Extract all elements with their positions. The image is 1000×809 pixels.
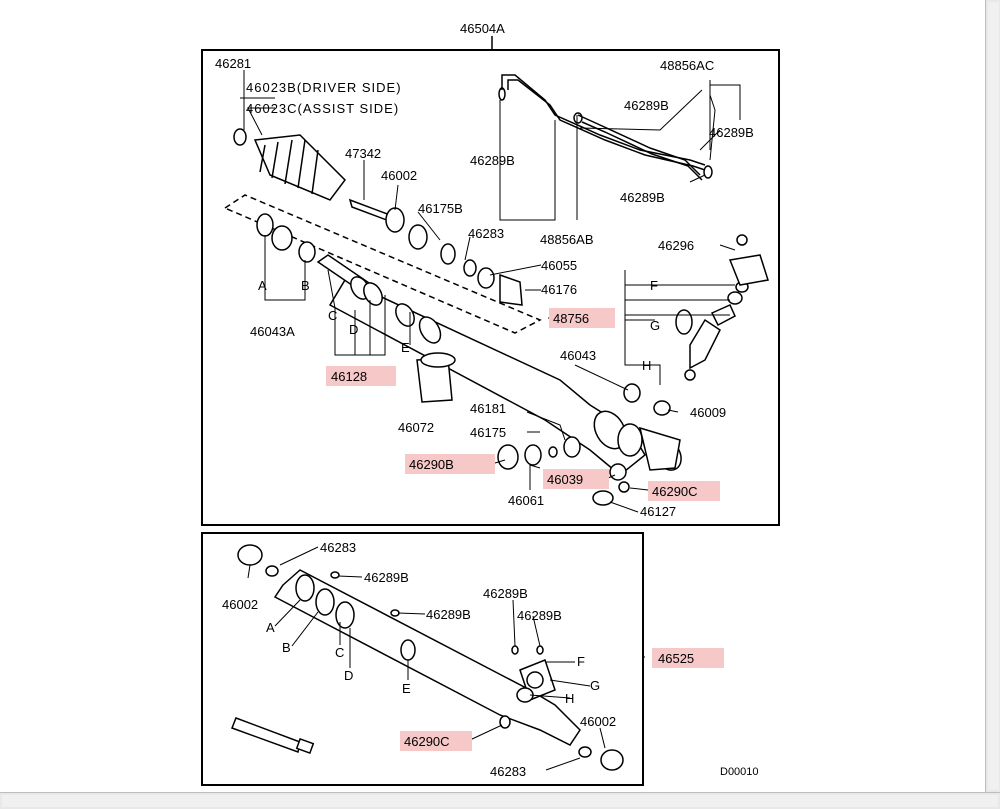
assembly-label: 46504A (460, 21, 505, 36)
highlight-46525 (652, 648, 724, 668)
callout-g-sub: G (590, 678, 600, 693)
callout-b: B (301, 278, 310, 293)
callout-e: E (401, 340, 410, 355)
callout-46176: 46176 (541, 282, 577, 297)
sub-assembly-frame (201, 532, 644, 786)
callout-46061: 46061 (508, 493, 544, 508)
callout-46127: 46127 (640, 504, 676, 519)
callout-46002: 46002 (381, 168, 417, 183)
callout-46128: 46128 (331, 369, 367, 384)
callout-d-sub: D (344, 668, 353, 683)
callout-46043: 46043 (560, 348, 596, 363)
callout-46283-b: 46283 (490, 764, 526, 779)
highlight-48756 (549, 308, 615, 328)
callout-48856ab: 48856AB (540, 232, 594, 247)
pressure-tubes (498, 74, 713, 181)
callout-b-sub: B (282, 640, 291, 655)
callout-46023b: 46023B(DRIVER SIDE) (246, 80, 402, 95)
callout-46289b-f: 46289B (426, 607, 471, 622)
tie-rod-parts (256, 198, 769, 506)
callout-46072: 46072 (398, 420, 434, 435)
callout-46283: 46283 (468, 226, 504, 241)
callout-46289b-c: 46289B (470, 153, 515, 168)
callout-46283-a: 46283 (320, 540, 356, 555)
callout-46181: 46181 (470, 401, 506, 416)
callout-46289b-d: 46289B (620, 190, 665, 205)
callout-c-sub: C (335, 645, 344, 660)
assembly-frame (201, 49, 780, 526)
callout-f: F (650, 278, 658, 293)
callout-h-sub: H (565, 691, 574, 706)
callout-46043a: 46043A (250, 324, 295, 339)
callout-48756: 48756 (553, 311, 589, 326)
highlight-46290c (648, 481, 720, 501)
parts-diagram: 46504A (201, 21, 780, 786)
horizontal-scrollbar[interactable] (0, 792, 1000, 809)
callout-f-sub: F (577, 654, 585, 669)
callout-e-sub: E (402, 681, 411, 696)
callout-46175: 46175 (470, 425, 506, 440)
callout-46055: 46055 (541, 258, 577, 273)
callout-46289b-e: 46289B (364, 570, 409, 585)
boot (233, 128, 346, 201)
callout-46002-b: 46002 (580, 714, 616, 729)
rack-housing (223, 194, 682, 476)
figure-code: D00010 (720, 766, 759, 778)
callout-g: G (650, 318, 660, 333)
callout-47342: 47342 (345, 146, 381, 161)
highlight-46290c-sub (400, 731, 472, 751)
vertical-scrollbar[interactable] (985, 0, 1000, 792)
callout-46289b-h: 46289B (517, 608, 562, 623)
callout-d: D (349, 322, 358, 337)
callout-46290c-sub: 46290C (404, 734, 450, 749)
highlight-46128 (326, 366, 396, 386)
callout-46039: 46039 (547, 472, 583, 487)
callout-46290b: 46290B (409, 457, 454, 472)
callout-46296: 46296 (658, 238, 694, 253)
callout-46023c: 46023C(ASSIST SIDE) (246, 101, 399, 116)
callout-46281: 46281 (215, 56, 251, 71)
callout-46289b-a: 46289B (624, 98, 669, 113)
callout-48856ac: 48856AC (660, 58, 714, 73)
highlight-46290b (405, 454, 495, 474)
callout-c: C (328, 308, 337, 323)
callout-a: A (258, 278, 267, 293)
callout-h: H (642, 358, 651, 373)
callout-46289b-g: 46289B (483, 586, 528, 601)
callout-46525: 46525 (658, 651, 694, 666)
callout-46289b-b: 46289B (709, 125, 754, 140)
callout-46175b: 46175B (418, 201, 463, 216)
callout-46290c: 46290C (652, 484, 698, 499)
highlight-46039 (543, 469, 609, 489)
leader-lines-bottom (247, 546, 645, 771)
callout-a-sub: A (266, 620, 275, 635)
callout-46002-a: 46002 (222, 597, 258, 612)
callout-46009: 46009 (690, 405, 726, 420)
